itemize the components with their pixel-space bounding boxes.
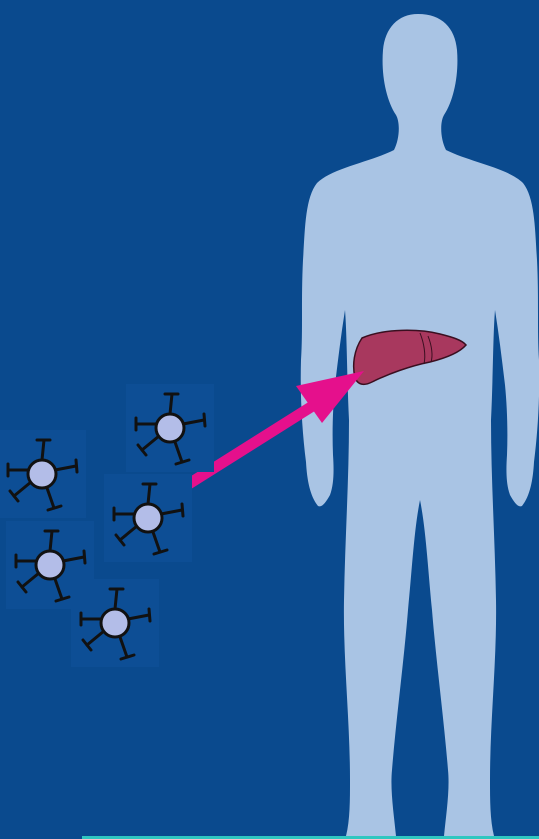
virus-particle-icon [71, 579, 159, 667]
virus-particle-icon [0, 430, 86, 518]
virus-particle-icon [126, 384, 214, 472]
virus-particle-icon [104, 474, 192, 562]
human-body-silhouette [301, 14, 539, 836]
